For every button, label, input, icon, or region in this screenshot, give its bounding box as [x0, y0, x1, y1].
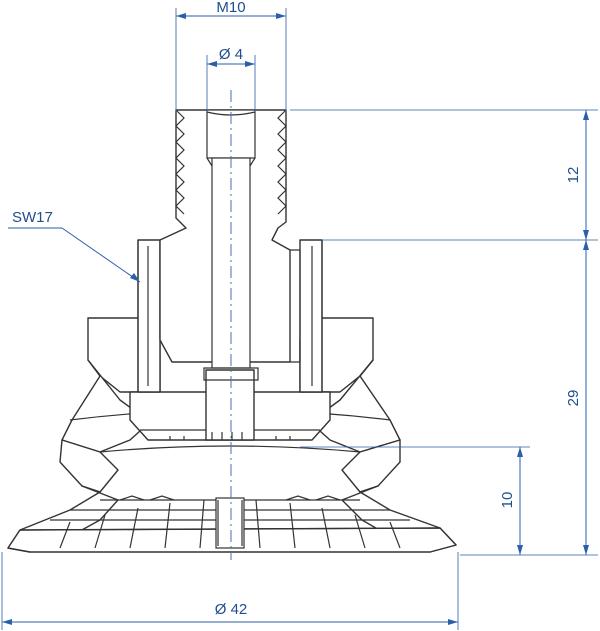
inner-base: [129, 369, 331, 441]
support-ribs: [59, 495, 401, 549]
label-outer-diameter: Ø 42: [215, 601, 248, 618]
threaded-fitting: [159, 109, 291, 381]
support-disc: [7, 495, 457, 553]
label-bore-diameter: Ø 4: [219, 46, 243, 63]
dimension-thread: M10: [175, 0, 287, 112]
leader-wrench-size: SW17: [8, 209, 141, 283]
label-height-upper: 12: [565, 167, 582, 184]
dimension-bore: Ø 4: [206, 46, 256, 112]
suction-cup-bellows: [7, 317, 457, 553]
dimension-height-lower: 10: [300, 446, 530, 555]
dimension-height-upper: 12: [290, 109, 598, 241]
dimension-outer-diameter: Ø 42: [1, 552, 459, 630]
hex-nut: [137, 239, 323, 393]
dimension-height-middle: 29: [460, 240, 598, 556]
label-wrench-size: SW17: [12, 209, 53, 226]
label-height-middle: 29: [565, 390, 582, 407]
label-thread: M10: [216, 0, 245, 16]
label-height-lower: 10: [499, 492, 516, 509]
